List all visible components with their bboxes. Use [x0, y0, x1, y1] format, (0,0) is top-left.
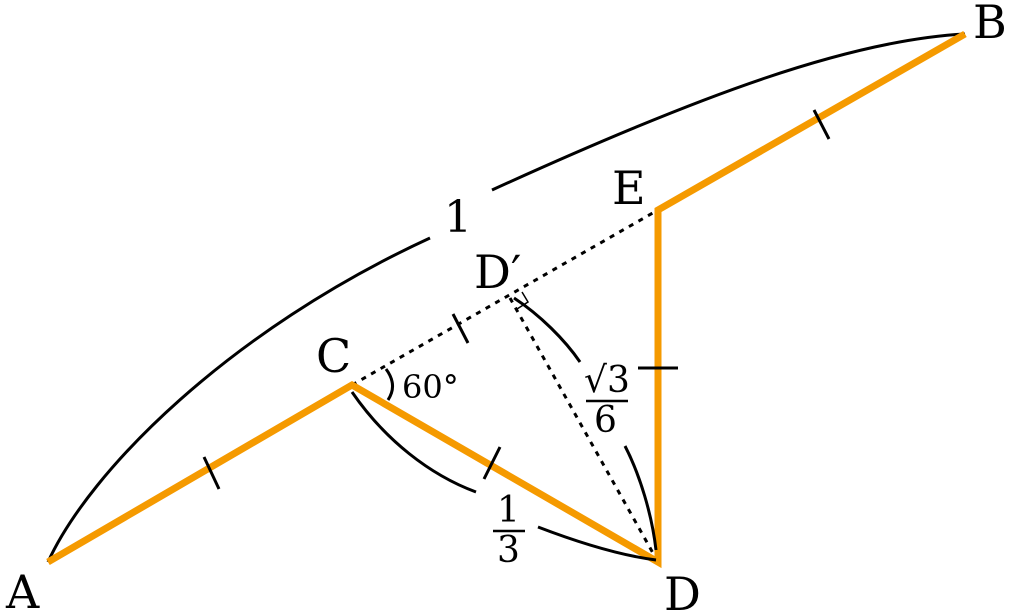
- arc-cd-left: [350, 391, 477, 494]
- label-ddp-numerator: √3: [584, 360, 630, 401]
- arc-ab-right: [491, 32, 966, 192]
- label-angle-c: 60°: [402, 368, 459, 406]
- label-c: C: [316, 329, 351, 383]
- tick-cdp: [451, 313, 470, 344]
- label-b: B: [973, 0, 1007, 49]
- label-d-prime: D′: [474, 245, 521, 299]
- label-ddp-denominator: 6: [594, 400, 617, 441]
- label-e: E: [612, 161, 646, 215]
- angle-arc-c: [384, 368, 394, 401]
- label-a: A: [5, 565, 40, 612]
- label-d: D: [664, 567, 701, 612]
- right-angle-mark: [516, 291, 530, 310]
- tick-cd: [482, 446, 502, 480]
- label-cd-denominator: 3: [497, 530, 520, 571]
- dotted-line-c-e: [351, 208, 659, 387]
- arc-ab: [46, 236, 431, 563]
- arc-ddp-bottom: [623, 445, 658, 551]
- tick-ac: [202, 456, 221, 490]
- orange-path: [46, 30, 967, 569]
- arc-ddp-top: [513, 296, 582, 363]
- label-cd-numerator: 1: [497, 490, 520, 531]
- arc-cd-right: [537, 525, 657, 562]
- label-length-ab: 1: [444, 192, 472, 243]
- tick-eb: [812, 109, 831, 140]
